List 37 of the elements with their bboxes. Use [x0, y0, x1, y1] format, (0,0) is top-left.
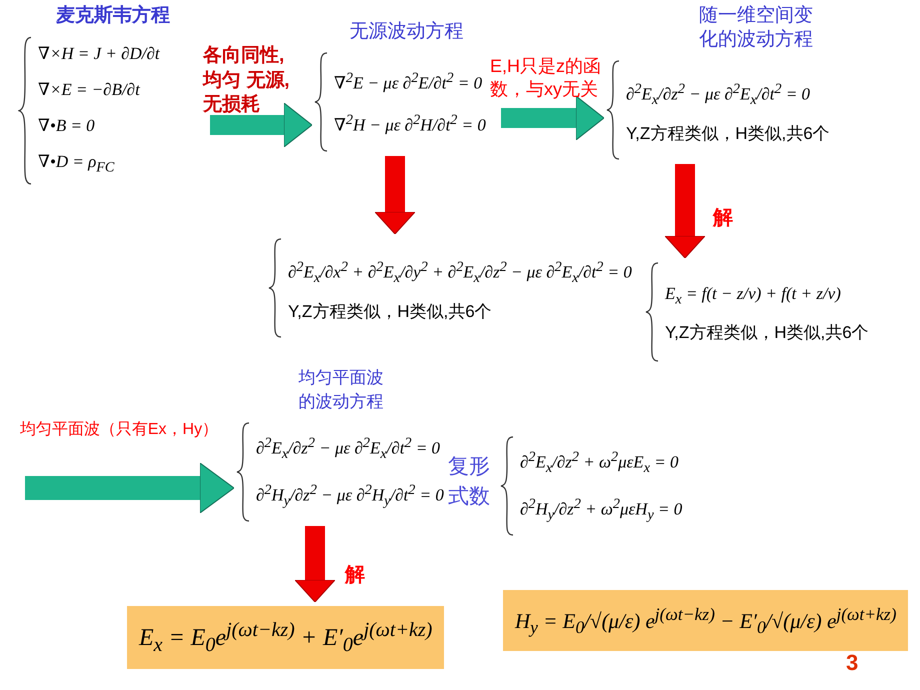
heading: 无源波动方程 [348, 20, 464, 44]
side-note: 复形式数 [448, 454, 491, 510]
edge-label: 解 [713, 206, 734, 231]
heading: 随一维空间变化的波动方程 [698, 4, 814, 52]
equation: E$_{x}$ = f(t − z/v) + f(t + z/v) [665, 283, 842, 310]
equation: ∂$^{2}$E$_{x}$/∂z$^{2}$ − με ∂$^{2}$E$_{x}$/∂t$^{2}$ = 0 [256, 434, 442, 464]
equation: ∇•D = ρ$_{FC}$ [38, 151, 116, 178]
equation: ∇×E = −∂B/∂t [38, 79, 142, 101]
note: Y,Z方程类似，H类似,共6个 [626, 122, 830, 145]
note: Y,Z方程类似，H类似,共6个 [665, 322, 869, 344]
equation: ∂$^{2}$H$_{y}$/∂z$^{2}$ + ω$^{2}$μεH$_{y}$ = 0 [520, 495, 682, 526]
equation: ∂$^{2}$H$_{y}$/∂z$^{2}$ − με ∂$^{2}$H$_{y}$/∂t$^{2}$ = 0 [256, 481, 444, 512]
heading: 均匀平面波的波动方程 [298, 367, 384, 413]
equation: ∇•B = 0 [38, 115, 96, 137]
page-number: 3 [846, 650, 858, 676]
edge-label: 各向同性,均匀 无源,无损耗 [203, 44, 291, 118]
arrow [210, 102, 312, 148]
equation: ∂$^{2}$E$_{x}$/∂z$^{2}$ + ω$^{2}$μεE$_{x}$ = 0 [520, 448, 680, 478]
equation: ∇×H = J + ∂D/∂t [38, 43, 160, 65]
arrow [664, 164, 706, 258]
formula-box [127, 606, 444, 669]
arrow [294, 526, 336, 602]
edge-label: 均匀平面波（只有Ex，Hy） [18, 420, 220, 440]
equation: ∂$^{2}$E$_{x}$/∂x$^{2}$ + ∂$^{2}$E$_{x}$/∂y$^{2}$ + ∂$^{2}$E$_{x}$/∂z$^{2}$ − με ∂$^{2}$E$_{x}$/∂t$^{2}$ = 0 [288, 258, 632, 289]
arrow [25, 462, 234, 514]
equation: ∇$^{2}$E − με ∂$^{2}$E/∂t$^{2}$ = 0 [334, 69, 484, 95]
equation: ∇$^{2}$H − με ∂$^{2}$H/∂t$^{2}$ = 0 [334, 111, 486, 137]
equation: H$_{y}$ = E$_{0}$/√(μ/ε) e$^{j(ωt−kz)}$ − E′$_{0}$/√(μ/ε) e$^{j(ωt+kz)}$ [515, 603, 896, 640]
arrow [374, 156, 416, 234]
edge-label: 解 [345, 563, 366, 588]
arrow [501, 96, 604, 140]
equation: E$_{x}$ = E$_{0}$e$^{j(ωt−kz)}$ + E′$_{0}$e$^{j(ωt+kz)}$ [139, 618, 432, 658]
formula-box [503, 590, 908, 652]
note: Y,Z方程类似，H类似,共6个 [288, 300, 493, 323]
edge-label: E,H只是z的函数，与xy无关 [490, 55, 602, 102]
equation: ∂$^{2}$E$_{x}$/∂z$^{2}$ − με ∂$^{2}$E$_{x}$/∂t$^{2}$ = 0 [626, 80, 812, 111]
heading: 麦克斯韦方程 [55, 4, 171, 28]
